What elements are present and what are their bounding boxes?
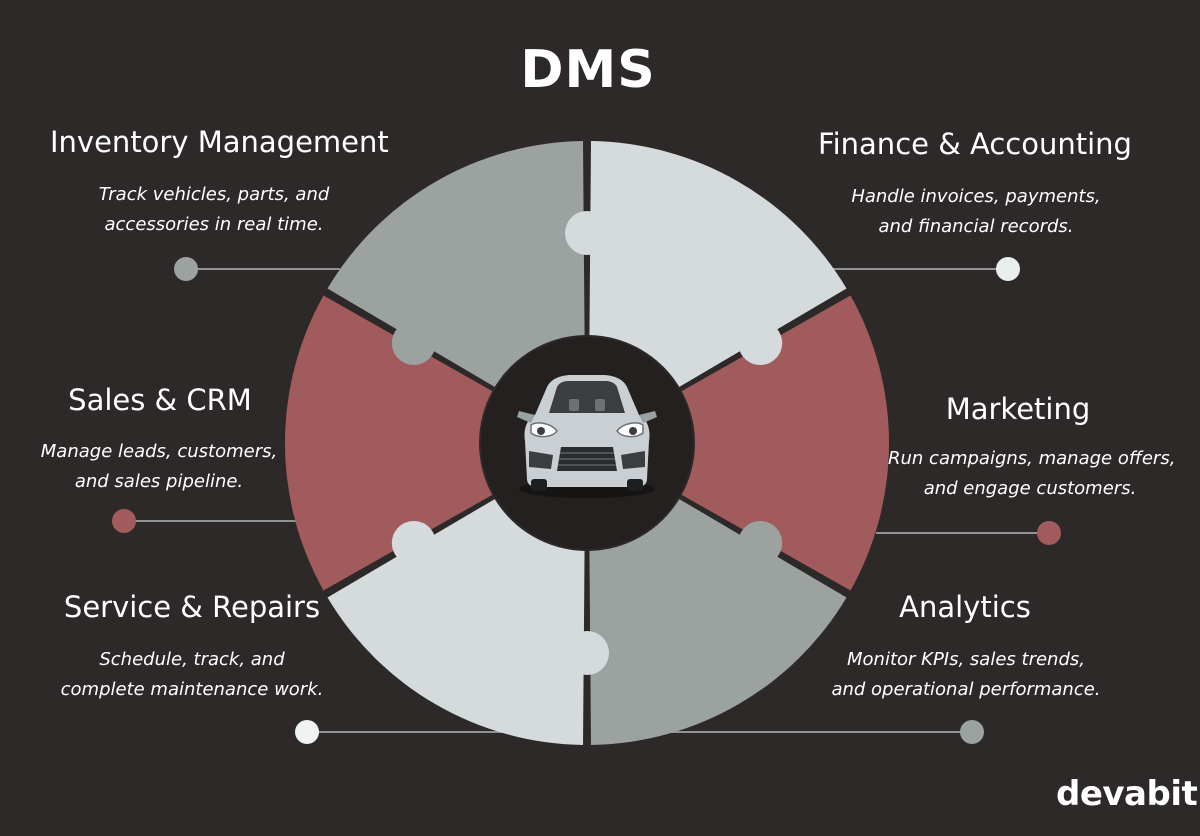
puzzle-knob: [565, 211, 609, 255]
module-label-finance: Finance & Accounting: [818, 127, 1132, 161]
module-desc-line: Schedule, track, and: [99, 649, 285, 670]
module-desc-line: and financial records.: [878, 216, 1074, 237]
connector-dot-finance: [996, 257, 1020, 281]
brand-logo: devabit: [1056, 774, 1198, 814]
car-icon: [517, 375, 657, 498]
puzzle-segment-marketing: [681, 295, 890, 591]
connector-dot-inventory: [174, 257, 198, 281]
connector-dot-sales: [112, 509, 136, 533]
puzzle-knob: [391, 521, 436, 565]
module-desc-service: Schedule, track, and complete maintenanc…: [56, 645, 328, 705]
connector-dot-analytics: [960, 720, 984, 744]
module-label-marketing: Marketing: [945, 392, 1091, 426]
module-desc-line: and operational performance.: [831, 679, 1101, 700]
puzzle-segment-inventory: [327, 141, 585, 387]
puzzle-segment-sales: [285, 295, 493, 591]
module-desc-line: and engage customers.: [923, 478, 1137, 499]
puzzle-segments: [285, 141, 890, 745]
puzzle-knob: [738, 321, 783, 365]
module-desc-finance: Handle invoices, payments, and financial…: [836, 182, 1116, 242]
module-desc-line: Track vehicles, parts, and: [98, 184, 330, 205]
module-desc-line: Run campaigns, manage offers,: [888, 448, 1176, 469]
connector-dots: [112, 257, 1061, 744]
module-desc-line: Manage leads, customers,: [40, 441, 278, 462]
module-desc-analytics: Monitor KPIs, sales trends, and operatio…: [826, 645, 1106, 705]
puzzle-segment-service: [327, 499, 585, 745]
module-desc-line: Handle invoices, payments,: [851, 186, 1101, 207]
puzzle-knob: [565, 631, 609, 675]
module-desc-line: complete maintenance work.: [60, 679, 324, 700]
module-desc-sales: Manage leads, customers, and sales pipel…: [36, 437, 282, 497]
page-title: DMS: [520, 40, 656, 100]
module-desc-marketing: Run campaigns, manage offers, and engage…: [888, 444, 1176, 504]
module-desc-inventory: Track vehicles, parts, and accessories i…: [74, 180, 354, 240]
puzzle-segment-finance: [589, 141, 847, 387]
puzzle-knob: [738, 521, 783, 565]
module-label-inventory: Inventory Management: [50, 125, 389, 159]
module-label-sales: Sales & CRM: [68, 383, 252, 417]
connector-dot-service: [295, 720, 319, 744]
module-label-service: Service & Repairs: [63, 590, 321, 624]
puzzle-knob: [391, 321, 436, 365]
module-desc-line: accessories in real time.: [104, 214, 324, 235]
module-desc-line: Monitor KPIs, sales trends,: [847, 649, 1085, 670]
connector-dot-marketing: [1037, 521, 1061, 545]
puzzle-segment-analytics: [589, 499, 847, 745]
module-desc-line: and sales pipeline.: [74, 471, 244, 492]
module-label-analytics: Analytics: [899, 590, 1031, 624]
